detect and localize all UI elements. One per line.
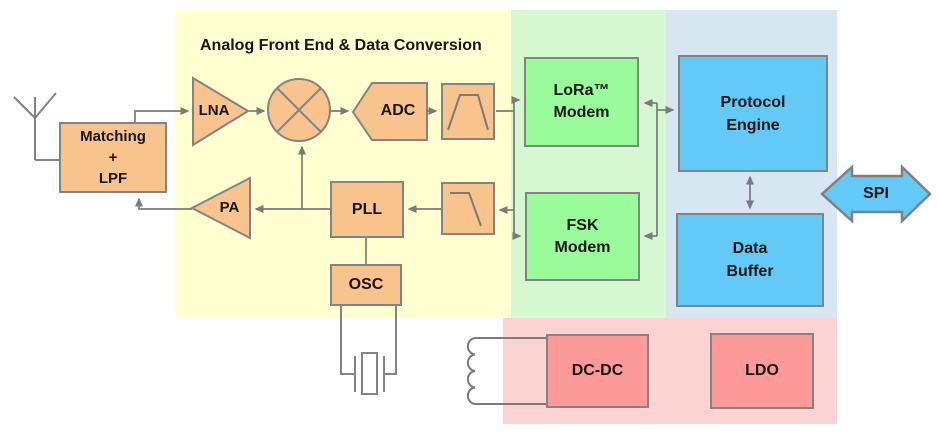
fsk-modem-block: FSK Modem (525, 192, 640, 281)
dcdc-block: DC-DC (546, 334, 649, 408)
osc-label: OSC (348, 276, 384, 293)
pll-label: PLL (351, 200, 383, 218)
crystal-icon (340, 305, 397, 395)
antenna-icon (13, 92, 59, 161)
pll-block: PLL (330, 181, 404, 238)
spi-label: SPI (863, 185, 889, 202)
spi-bus-shape (820, 164, 932, 224)
buffer-label-line1: Data (732, 240, 768, 257)
lora-label-line2: Modem (553, 104, 610, 121)
fsk-label-line1: FSK (566, 216, 599, 234)
ldo-block: LDO (710, 333, 814, 409)
matching-label-line2: + (108, 149, 118, 166)
lora-label-line1: LoRa™ (553, 82, 610, 99)
fsk-label-line2: Modem (554, 238, 611, 256)
ldo-label: LDO (745, 362, 779, 379)
data-buffer-block: Data Buffer (676, 213, 824, 307)
protocol-label-line2: Engine (726, 116, 780, 134)
protocol-engine-block: Protocol Engine (678, 55, 828, 172)
buffer-label-line2: Buffer (726, 263, 774, 280)
lora-modem-block: LoRa™ Modem (524, 57, 639, 147)
matching-label-line3: LPF (98, 170, 128, 187)
region-title: Analog Front End & Data Conversion (200, 37, 482, 54)
osc-block: OSC (330, 264, 402, 306)
tx-lowpass-filter-block (441, 182, 495, 235)
matching-label-line1: Matching (80, 128, 146, 145)
dcdc-label: DC-DC (571, 362, 624, 379)
protocol-label-line1: Protocol (720, 93, 786, 111)
rx-bandpass-filter-block (441, 83, 495, 140)
matching-lpf-block: Matching + LPF (59, 122, 167, 193)
